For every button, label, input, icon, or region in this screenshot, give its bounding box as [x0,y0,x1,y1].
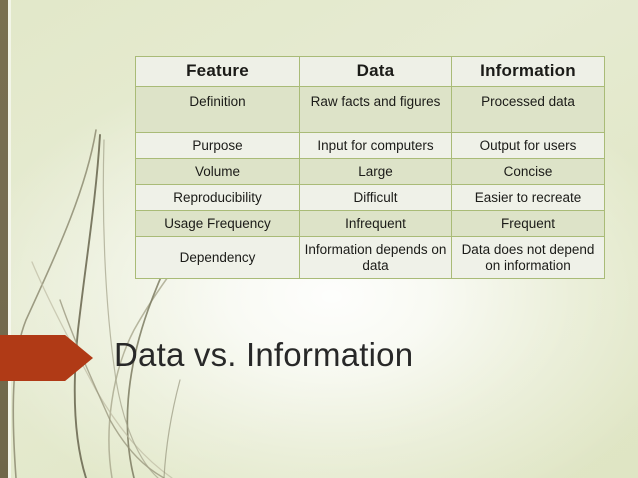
cell-data: Information depends on data [299,236,452,279]
table-row: Reproducibility Difficult Easier to recr… [135,184,605,211]
comparison-table: Feature Data Information Definition Raw … [135,56,605,279]
column-header-feature: Feature [135,56,300,87]
comparison-table-container: Feature Data Information Definition Raw … [135,56,605,279]
cell-information: Easier to recreate [451,184,605,211]
cell-data: Infrequent [299,210,452,237]
cell-information: Concise [451,158,605,185]
cell-data: Input for computers [299,132,452,159]
cell-feature: Dependency [135,236,300,279]
cell-feature: Purpose [135,132,300,159]
table-row: Volume Large Concise [135,158,605,185]
left-edge-strip [0,0,8,478]
cell-feature: Volume [135,158,300,185]
cell-information: Data does not depend on information [451,236,605,279]
cell-feature: Usage Frequency [135,210,300,237]
left-edge-highlight [8,0,11,478]
table-row: Dependency Information depends on data D… [135,236,605,279]
table-row: Usage Frequency Infrequent Frequent [135,210,605,237]
title-arrow-banner [0,335,93,381]
cell-information: Output for users [451,132,605,159]
cell-data: Raw facts and figures [299,86,452,133]
column-header-information: Information [451,56,605,87]
cell-feature: Reproducibility [135,184,300,211]
table-row: Purpose Input for computers Output for u… [135,132,605,159]
table-row: Definition Raw facts and figures Process… [135,86,605,133]
column-header-data: Data [299,56,452,87]
cell-information: Frequent [451,210,605,237]
page-title: Data vs. Information [114,336,414,373]
cell-data: Large [299,158,452,185]
cell-information: Processed data [451,86,605,133]
cell-data: Difficult [299,184,452,211]
cell-feature: Definition [135,86,300,133]
table-header-row: Feature Data Information [135,56,605,87]
